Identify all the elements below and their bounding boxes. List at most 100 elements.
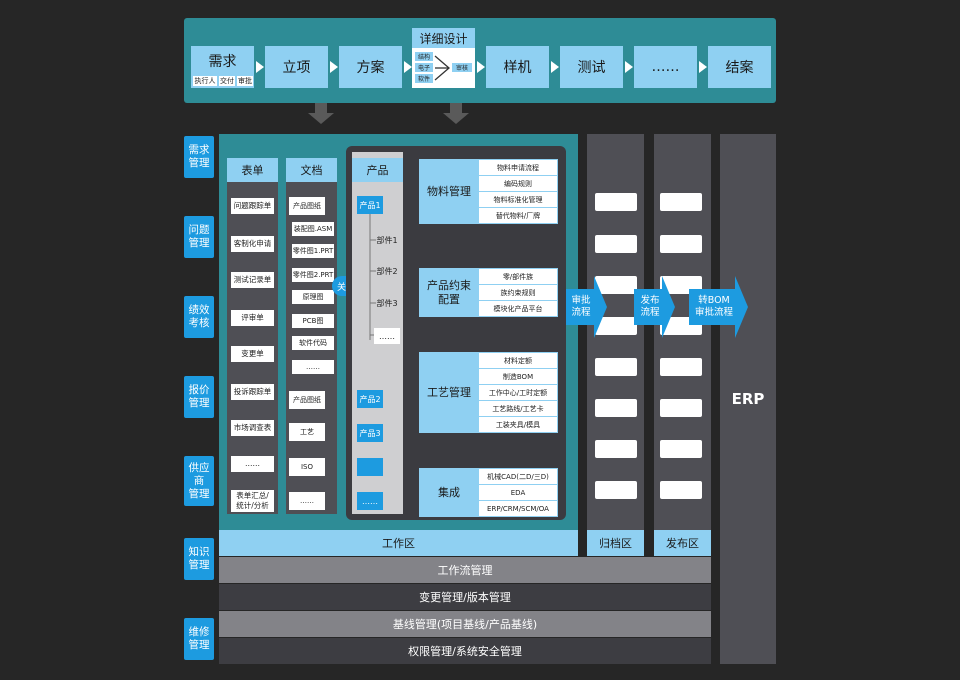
form-item[interactable]: 问题跟踪单: [231, 198, 274, 214]
sidebar-item-supplier[interactable]: 供应商 管理: [184, 456, 214, 506]
design-input: 软件: [415, 74, 433, 83]
release-slot[interactable]: [660, 481, 702, 499]
stage-label: 详细设计: [412, 28, 475, 48]
module-item[interactable]: 材料定额: [479, 353, 557, 368]
module-item[interactable]: 替代物料/厂牌: [479, 208, 557, 223]
security-management-bar[interactable]: 权限管理/系统安全管理: [219, 638, 711, 664]
bom-flow-arrow: [689, 276, 748, 338]
doc-item[interactable]: 原理图: [292, 290, 334, 304]
form-item[interactable]: 评审单: [231, 310, 274, 326]
module-item[interactable]: ERP/CRM/SCM/OA: [479, 501, 557, 516]
form-item[interactable]: 客制化申请: [231, 236, 274, 252]
sidebar-item-performance[interactable]: 绩效 考核: [184, 296, 214, 338]
module-item[interactable]: 族约束规则: [479, 285, 557, 300]
doc-item[interactable]: 产品图纸: [289, 391, 325, 409]
product-node[interactable]: [357, 458, 383, 476]
stage-closure[interactable]: 结案: [708, 46, 771, 88]
stage-prototype[interactable]: 样机: [486, 46, 549, 88]
release-slot[interactable]: [660, 399, 702, 417]
doc-item[interactable]: 装配图.ASM: [292, 222, 334, 236]
design-input: 电子: [415, 63, 433, 72]
part-node[interactable]: 部件3: [376, 298, 398, 308]
stage-requirement[interactable]: 需求 执行人 交付 审批: [191, 46, 254, 88]
module-item[interactable]: 编码规则: [479, 176, 557, 191]
form-item[interactable]: 表单汇总/ 统计/分析: [231, 490, 274, 512]
sidebar-item-issue[interactable]: 问题 管理: [184, 216, 214, 258]
erp-label: ERP: [731, 390, 765, 408]
module-title: 工艺管理: [427, 385, 471, 399]
doc-item[interactable]: ……: [289, 492, 325, 510]
archive-slot[interactable]: [595, 276, 637, 294]
module-item[interactable]: 物料申请流程: [479, 160, 557, 175]
archive-slot[interactable]: [595, 440, 637, 458]
stage-arrow: [699, 61, 707, 73]
doc-item[interactable]: ISO: [289, 458, 325, 476]
design-review: 审核: [452, 63, 472, 72]
stage-arrow: [625, 61, 633, 73]
doc-item[interactable]: 零件图2.PRT: [292, 268, 334, 282]
doc-item[interactable]: ……: [292, 360, 334, 374]
archive-slot[interactable]: [595, 481, 637, 499]
erp-system[interactable]: ERP: [720, 134, 776, 664]
module-item[interactable]: 工装夹具/模具: [479, 417, 557, 432]
sidebar-label: 维修 管理: [188, 626, 210, 651]
product-node[interactable]: 产品1: [357, 196, 383, 214]
sidebar-item-knowledge[interactable]: 知识 管理: [184, 538, 214, 580]
baseline-management-bar[interactable]: 基线管理(项目基线/产品基线): [219, 611, 711, 637]
merge-arrow-icon: [434, 55, 450, 81]
part-node[interactable]: 部件2: [376, 266, 398, 276]
release-slot[interactable]: [660, 193, 702, 211]
doc-item[interactable]: 软件代码: [292, 336, 334, 350]
release-slot[interactable]: [660, 358, 702, 376]
module-item[interactable]: 工艺路线/工艺卡: [479, 401, 557, 416]
module-item[interactable]: 机械CAD(二D/三D): [479, 469, 557, 484]
sidebar-item-requirement[interactable]: 需求 管理: [184, 136, 214, 178]
form-item[interactable]: 变更单: [231, 346, 274, 362]
archive-slot[interactable]: [595, 317, 637, 335]
stage-test[interactable]: 测试: [560, 46, 623, 88]
form-item[interactable]: 测试记录单: [231, 272, 274, 288]
module-item[interactable]: 工作中心/工时定额: [479, 385, 557, 400]
sidebar-item-maintenance[interactable]: 维修 管理: [184, 618, 214, 660]
forms-column: [227, 158, 278, 514]
archive-slot[interactable]: [595, 193, 637, 211]
stage-more[interactable]: ……: [634, 46, 697, 88]
archive-slot[interactable]: [595, 358, 637, 376]
module-item[interactable]: 模块化产品平台: [479, 301, 557, 316]
design-input: 结构: [415, 52, 433, 61]
module-item[interactable]: 零/部件族: [479, 269, 557, 284]
doc-item[interactable]: 产品图纸: [289, 197, 325, 215]
sidebar-label: 知识 管理: [188, 546, 210, 571]
form-item[interactable]: 投诉跟踪单: [231, 384, 274, 400]
module-1[interactable]: 产品约束 配置零/部件族族约束规则模块化产品平台: [419, 268, 558, 317]
archive-slot[interactable]: [595, 399, 637, 417]
module-item[interactable]: EDA: [479, 485, 557, 500]
product-node[interactable]: 产品3: [357, 424, 383, 442]
form-item[interactable]: ……: [231, 456, 274, 472]
release-slot[interactable]: [660, 440, 702, 458]
doc-item[interactable]: 零件图1.PRT: [292, 244, 334, 258]
sidebar-item-quotation[interactable]: 报价 管理: [184, 376, 214, 418]
part-node[interactable]: ……: [374, 328, 400, 344]
product-node[interactable]: 产品2: [357, 390, 383, 408]
part-node[interactable]: 部件1: [376, 235, 398, 245]
module-item[interactable]: 制造BOM: [479, 369, 557, 384]
product-node[interactable]: ……: [357, 492, 383, 510]
form-item[interactable]: 市场调查表: [231, 420, 274, 436]
approve-flow-arrow: [566, 276, 607, 338]
change-version-bar[interactable]: 变更管理/版本管理: [219, 584, 711, 610]
doc-item[interactable]: 工艺: [289, 423, 325, 441]
doc-item[interactable]: PCB图: [292, 314, 334, 328]
stage-detailed-design[interactable]: 详细设计 结构 电子 软件 审核: [412, 28, 475, 88]
module-item[interactable]: 物料标准化管理: [479, 192, 557, 207]
stage-arrow: [477, 61, 485, 73]
module-0[interactable]: 物料管理物料申请流程编码规则物料标准化管理替代物料/厂牌: [419, 159, 558, 224]
workflow-management-bar[interactable]: 工作流管理: [219, 557, 711, 583]
stage-proposal[interactable]: 方案: [339, 46, 402, 88]
down-arrow-icon: [308, 103, 334, 124]
stage-initiation[interactable]: 立项: [265, 46, 328, 88]
archive-slot[interactable]: [595, 235, 637, 253]
release-slot[interactable]: [660, 235, 702, 253]
